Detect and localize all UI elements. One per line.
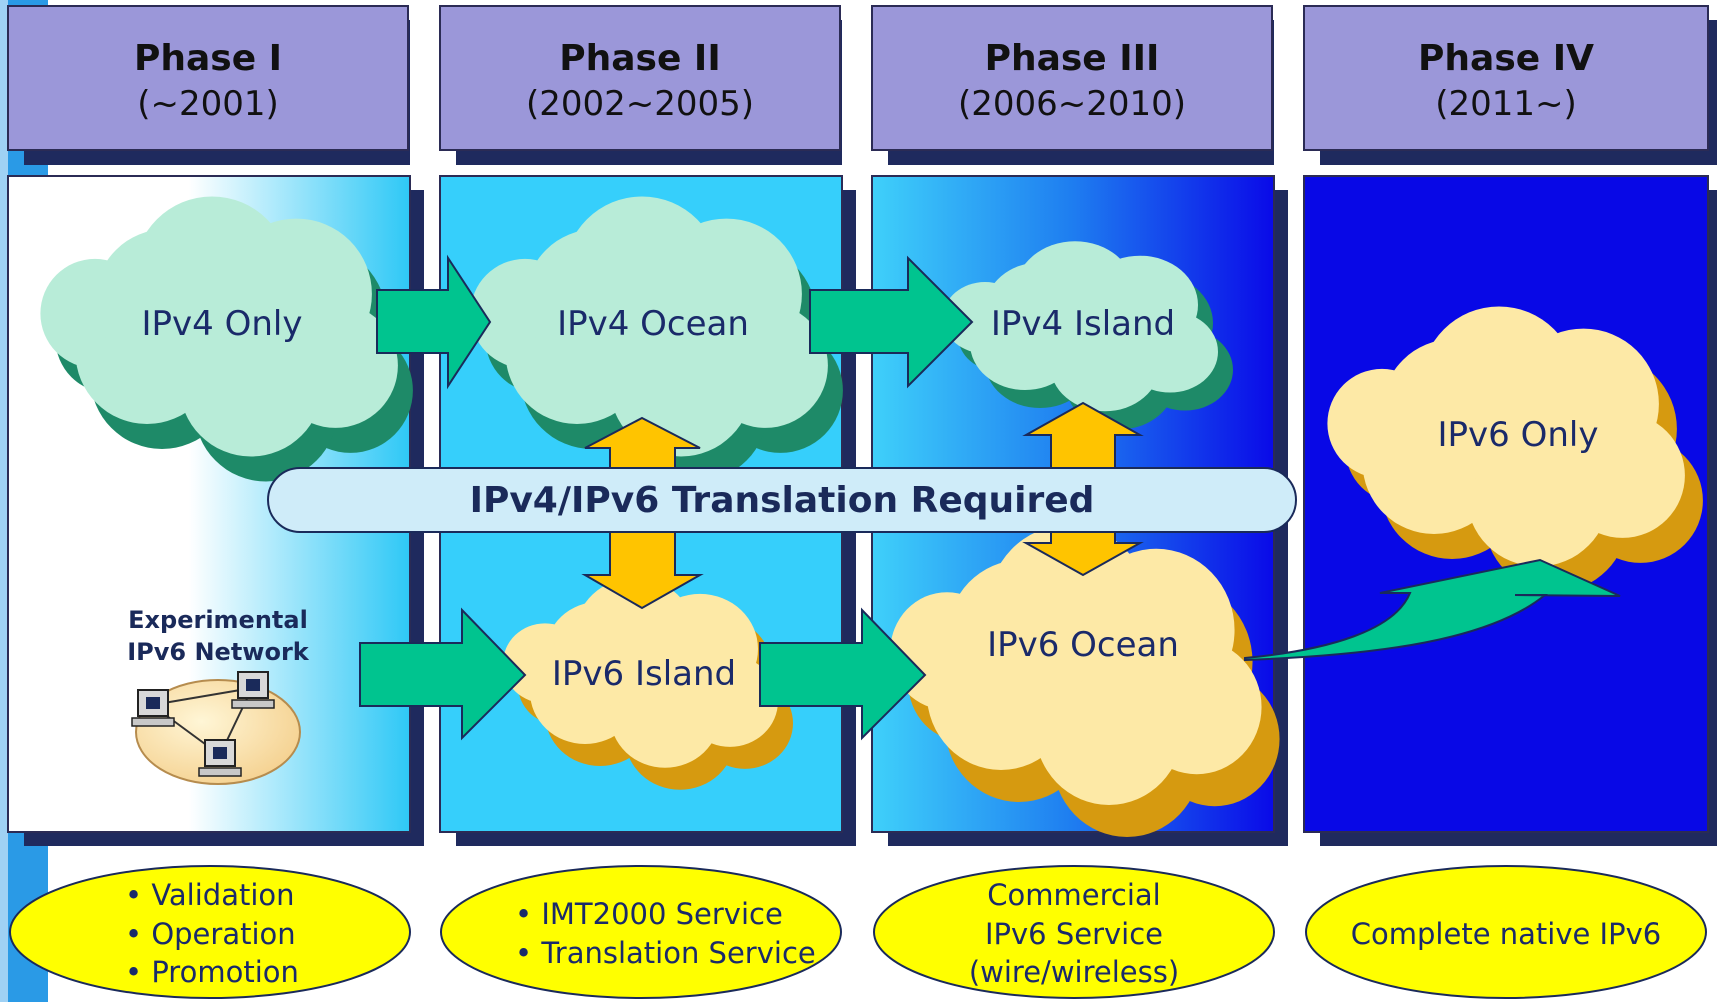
arrow-ipv4-only-to-ocean <box>376 254 492 390</box>
arrow-ipv4-ocean-to-island <box>809 255 974 389</box>
cloud-ipv4-island-label: IPv4 Island <box>991 304 1175 344</box>
phase-2-header: Phase II (2002~2005) <box>439 5 841 151</box>
phase-4-summary: Complete native IPv6 <box>1305 865 1707 999</box>
cloud-ipv6-only-label: IPv6 Only <box>1438 415 1599 455</box>
phase-1-summary-line2: • Operation <box>125 917 296 951</box>
phase-1-header: Phase I (~2001) <box>7 5 409 151</box>
cloud-ipv6-ocean-label: IPv6 Ocean <box>987 625 1179 665</box>
translation-banner-label: IPv4/IPv6 Translation Required <box>470 480 1095 521</box>
phase-1-title: Phase I <box>134 38 282 79</box>
phase-4-period: (2011~) <box>1435 84 1577 124</box>
phase-3-summary-line1: Commercial <box>987 878 1160 912</box>
phase-2-summary-line2: • Translation Service <box>515 936 816 970</box>
experimental-ipv6-network: Experimental IPv6 Network <box>127 606 310 785</box>
phase-2-title: Phase II <box>559 38 720 79</box>
phase-1-summary-line1: • Validation <box>125 878 295 912</box>
computer-icon <box>131 689 175 727</box>
computer-icon <box>198 739 242 777</box>
phase-4-summary-line1: Complete native IPv6 <box>1351 917 1661 951</box>
cloud-ipv4-only: IPv4 Only <box>40 196 413 482</box>
cloud-ipv6-island: IPv6 Island <box>503 577 793 790</box>
arrow-ipv6-ocean-to-only <box>1244 558 1621 662</box>
cloud-ipv4-only-label: IPv4 Only <box>142 304 303 344</box>
phase-3-period: (2006~2010) <box>958 84 1186 124</box>
cloud-ipv4-ocean-label: IPv4 Ocean <box>557 304 749 344</box>
phase-4-title: Phase IV <box>1418 38 1594 79</box>
phase-3-title: Phase III <box>985 38 1160 79</box>
translation-banner: IPv4/IPv6 Translation Required <box>267 467 1297 533</box>
cloud-ipv4-ocean: IPv4 Ocean <box>470 196 843 482</box>
arrow-experimental-to-ipv6-island <box>359 607 527 741</box>
phase-2-summary: • IMT2000 Service • Translation Service <box>440 865 842 999</box>
phase-2-summary-line1: • IMT2000 Service <box>515 897 783 931</box>
experimental-label-line2: IPv6 Network <box>127 638 310 666</box>
phase-3-summary-line2: IPv6 Service <box>985 917 1163 951</box>
phase-1-summary-line3: • Promotion <box>125 955 299 989</box>
cloud-ipv6-only: IPv6 Only <box>1327 306 1703 592</box>
cloud-ipv6-island-label: IPv6 Island <box>552 654 736 694</box>
phase-3-summary-line3: (wire/wireless) <box>969 955 1179 989</box>
phase-3-summary: Commercial IPv6 Service (wire/wireless) <box>873 865 1275 999</box>
arrow-ipv6-island-to-ocean <box>759 607 927 741</box>
phase-1-summary: • Validation • Operation • Promotion <box>9 865 411 999</box>
phase-1-period: (~2001) <box>137 84 279 124</box>
experimental-label-line1: Experimental <box>128 606 308 634</box>
cloud-ipv4-island: IPv4 Island <box>943 241 1233 430</box>
computer-icon <box>231 671 275 709</box>
phase-4-header: Phase IV (2011~) <box>1303 5 1709 151</box>
phase-3-header: Phase III (2006~2010) <box>871 5 1273 151</box>
phase-2-period: (2002~2005) <box>526 84 754 124</box>
cloud-ipv6-ocean: IPv6 Ocean <box>890 525 1280 837</box>
